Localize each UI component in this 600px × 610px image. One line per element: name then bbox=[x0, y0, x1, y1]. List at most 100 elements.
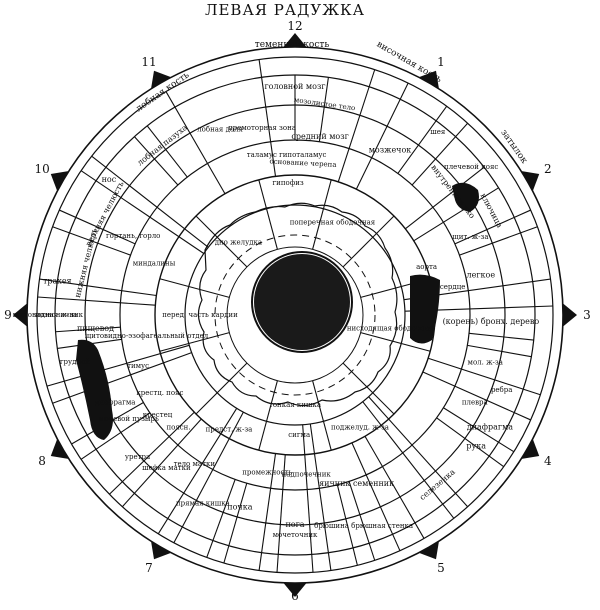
sector-line-9-0 bbox=[443, 407, 515, 453]
sector-line-17-1 bbox=[109, 411, 195, 495]
zone-label-bronchi: (корень) бронх. дерево bbox=[443, 317, 540, 326]
sector-line-23-0 bbox=[80, 170, 205, 254]
zone-label-small-intestine: тонкая кишка bbox=[269, 401, 321, 409]
zone-label-leg: нога bbox=[285, 520, 304, 529]
hour-label-3: 3 bbox=[583, 308, 591, 322]
zone-label-cerebellum: мозжечок bbox=[369, 146, 412, 155]
sector-line-13-0 bbox=[309, 423, 332, 571]
sector-line-22-0 bbox=[52, 226, 131, 256]
zone-label-larynx: гортань, горло bbox=[106, 232, 160, 240]
inner-spoke-7 bbox=[195, 362, 248, 415]
zone-label-frontal-lobe: лобная доля bbox=[197, 126, 243, 134]
zone-label-mammary: мол. ж-за bbox=[468, 358, 503, 366]
zone-label-thyroid: щит. ж-за bbox=[452, 233, 488, 241]
hour-label-1: 1 bbox=[437, 55, 445, 69]
zone-label-uterus-neck: шейка матки bbox=[142, 464, 191, 472]
zone-label-nose: нос bbox=[102, 175, 117, 184]
zone-label-lung: легкое bbox=[467, 271, 496, 280]
inner-spoke-5 bbox=[312, 380, 332, 451]
zone-label-sacral: крестц. пояс bbox=[136, 389, 183, 397]
sector-line-8-1 bbox=[422, 371, 531, 421]
zone-label-thyroid-l: щитовидная ж-за bbox=[13, 311, 77, 319]
sector-line-5-0 bbox=[454, 209, 531, 245]
ring-8 bbox=[226, 246, 364, 384]
zone-label-shoulder: плечевой пояс bbox=[444, 163, 498, 171]
sector-line-3-0 bbox=[397, 105, 448, 174]
sector-line-5-1 bbox=[459, 226, 538, 256]
hour-marker-8 bbox=[50, 438, 69, 459]
sector-line-9-1 bbox=[436, 417, 505, 468]
sector-line-16-0 bbox=[173, 411, 244, 544]
dark-mark-spine bbox=[76, 339, 113, 440]
hour-marker-5 bbox=[418, 541, 439, 560]
hour-label-8: 8 bbox=[38, 454, 46, 468]
sector-line-21-1 bbox=[39, 278, 157, 297]
zone-label-uterus-body: тело матки bbox=[174, 460, 216, 468]
zone-label-abdominal-wall: брюшина брюшная стенка bbox=[314, 522, 413, 530]
sector-line-4-1 bbox=[413, 187, 499, 242]
hour-label-2: 2 bbox=[544, 162, 552, 176]
zone-label-kidney: почка bbox=[227, 502, 252, 511]
sector-line-7-1 bbox=[467, 344, 532, 358]
zone-label-thoracic: грудной bbox=[60, 358, 90, 366]
hour-label-7: 7 bbox=[145, 561, 153, 575]
hour-marker-11 bbox=[151, 70, 172, 89]
inner-spoke-4 bbox=[342, 362, 395, 415]
bone-label-parietal: теменная кость bbox=[255, 40, 330, 50]
sector-line-0-0 bbox=[165, 91, 226, 195]
zone-label-perineum: промежность bbox=[242, 469, 292, 477]
inner-spoke-8 bbox=[159, 332, 230, 352]
zone-label-lumbar: поясн. bbox=[166, 424, 190, 432]
sector-line-20-1 bbox=[55, 326, 121, 333]
hour-marker-6 bbox=[283, 582, 307, 597]
sector-line-12-0 bbox=[348, 481, 376, 561]
sector-line-1-1 bbox=[318, 77, 329, 142]
sector-line-3-1 bbox=[411, 122, 469, 186]
zone-label-clavicle: ключица bbox=[479, 192, 505, 230]
inner-spoke-3 bbox=[360, 332, 431, 352]
zone-label-thymus: тимус bbox=[127, 362, 149, 370]
zone-label-pituitary: гипофиз bbox=[273, 179, 304, 187]
pupil-edge bbox=[251, 251, 353, 353]
zone-label-brain: головной мозг bbox=[264, 82, 325, 91]
zone-label-arm: рука bbox=[466, 442, 486, 451]
zone-label-bladder: мочевой пузырь bbox=[99, 415, 159, 423]
zone-label-prostate: предст. ж-за bbox=[206, 425, 253, 433]
dark-mark-ear bbox=[452, 182, 479, 212]
zone-label-thalamus: таламус гипоталамус bbox=[247, 151, 327, 159]
zone-label-gastro: щитовидно-эзофагеальный отдел bbox=[85, 332, 209, 340]
sector-line-2-0 bbox=[337, 69, 376, 183]
zone-label-ovary: яичник семенник bbox=[319, 479, 394, 488]
zone-label-esophagus: пищевод bbox=[77, 324, 114, 333]
hour-label-12: 12 bbox=[287, 19, 302, 33]
zone-label-diaphragm-r: диафрагма bbox=[467, 423, 514, 432]
inner-spoke-1 bbox=[342, 215, 395, 268]
collarette bbox=[197, 202, 398, 407]
zone-label-cardia: перед. часть кардии bbox=[162, 311, 238, 319]
zone-label-spine: позвоночник bbox=[35, 311, 84, 319]
sector-line-12-1 bbox=[336, 484, 358, 566]
zone-label-midbrain: средний мозг bbox=[291, 132, 348, 141]
hour-label-6: 6 bbox=[291, 589, 299, 603]
hour-label-9: 9 bbox=[4, 308, 12, 322]
zone-label-colon-sig: сигма bbox=[288, 431, 310, 439]
zone-label-transverse: поперечная ободочная bbox=[290, 218, 376, 226]
zone-label-stomach: дно желудка bbox=[215, 239, 262, 247]
sector-line-10-1 bbox=[362, 401, 455, 519]
dark-marks bbox=[76, 182, 479, 440]
sector-line-11-1 bbox=[351, 442, 401, 551]
zone-label-colon-desc: нисходящая ободочная bbox=[347, 324, 434, 332]
sector-line-15-1 bbox=[206, 479, 236, 558]
hour-marker-9 bbox=[13, 303, 28, 327]
inner-spoke-0 bbox=[312, 179, 332, 250]
zone-label-diaphragm-l: диафрагма bbox=[95, 399, 136, 407]
sector-line-24-0 bbox=[133, 136, 179, 186]
zone-label-skull-base: основание черепа bbox=[269, 157, 336, 168]
dark-mark-heart bbox=[410, 274, 440, 344]
sector-line-13-1 bbox=[302, 424, 314, 573]
sector-lines bbox=[37, 59, 553, 573]
zone-label-rectum: прямая кишка bbox=[176, 500, 230, 508]
